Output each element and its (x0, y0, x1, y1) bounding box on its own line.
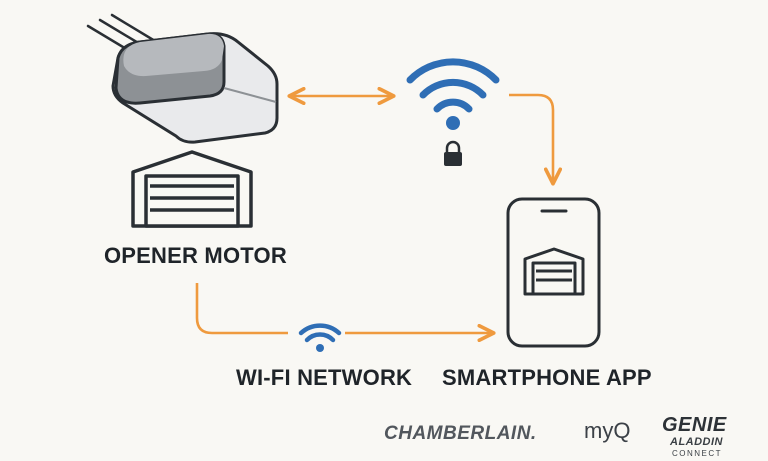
aladdin-logo: ALADDIN (670, 436, 723, 448)
opener-motor-icon (111, 32, 279, 144)
connect-logo-text: CONNECT (672, 449, 723, 458)
myq-logo: myQ (584, 418, 631, 443)
chamberlain-logo: CHAMBERLAIN. (384, 423, 537, 444)
arrow-motor-network-phone (195, 283, 492, 333)
smartphone-icon (506, 197, 601, 348)
smartphone-app-label: SMARTPHONE APP (442, 365, 652, 390)
garage-door-icon (131, 150, 253, 228)
app-garage-icon (523, 247, 585, 296)
wifi-icon (406, 58, 500, 130)
wifi-network-label: WI-FI NETWORK (236, 365, 413, 390)
lock-icon (444, 140, 462, 166)
small-wifi-icon (298, 323, 342, 352)
arrow-wifi-phone (509, 93, 563, 186)
genie-logo: GENIE (662, 414, 727, 436)
opener-motor-label: OPENER MOTOR (104, 243, 287, 268)
